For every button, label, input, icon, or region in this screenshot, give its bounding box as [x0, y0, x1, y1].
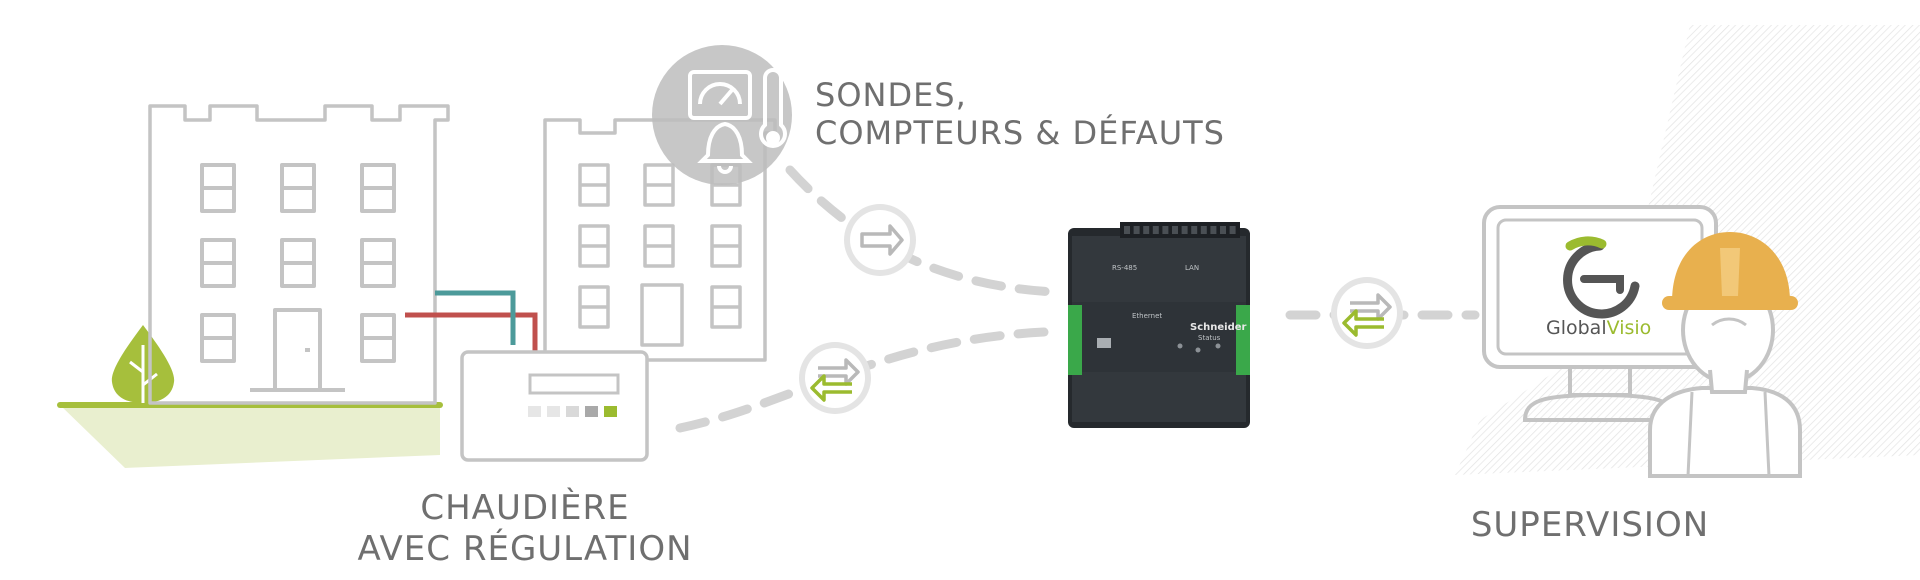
logo-text: GlobalVisio: [1546, 317, 1651, 339]
tree-icon: [111, 325, 175, 403]
supervision-caption: SUPERVISION: [1470, 505, 1710, 545]
sensors-bubble: [652, 45, 792, 185]
sensors-caption-line-2: COMPTEURS & DÉFAUTS: [815, 114, 1225, 153]
device-brand: Schneider: [1190, 322, 1247, 333]
thermometer-icon: [759, 68, 787, 148]
bell-icon: [697, 121, 753, 174]
controller-device: RS-485 LAN Ethernet Status Schneider: [1068, 222, 1250, 428]
worker-icon: [1648, 232, 1802, 478]
port-label-lan: LAN: [1185, 264, 1199, 272]
gauge-icon: [688, 70, 752, 120]
port-label-status: Status: [1198, 334, 1221, 342]
port-label-rs485: RS-485: [1112, 264, 1137, 272]
port-label-ethernet: Ethernet: [1132, 312, 1162, 320]
monitor-icon: [1482, 205, 1718, 422]
arrows-exchange-icon-right: [1331, 277, 1403, 349]
arrows-exchange-icon-left: [799, 342, 871, 414]
boiler-caption: CHAUDIÈRE AVEC RÉGULATION: [335, 488, 715, 570]
building-left: [148, 104, 450, 405]
heating-pipes: [405, 290, 538, 352]
boiler: [460, 350, 649, 462]
boiler-caption-line-2: AVEC RÉGULATION: [357, 528, 693, 569]
sensors-caption-line-1: SONDES,: [815, 76, 967, 114]
ground: [57, 402, 443, 468]
arrow-right-icon: [844, 204, 916, 276]
sensors-caption: SONDES, COMPTEURS & DÉFAUTS: [815, 76, 1225, 153]
globalvisio-logo: GlobalVisio: [1546, 236, 1651, 339]
boiler-caption-line-1: CHAUDIÈRE: [420, 488, 630, 528]
